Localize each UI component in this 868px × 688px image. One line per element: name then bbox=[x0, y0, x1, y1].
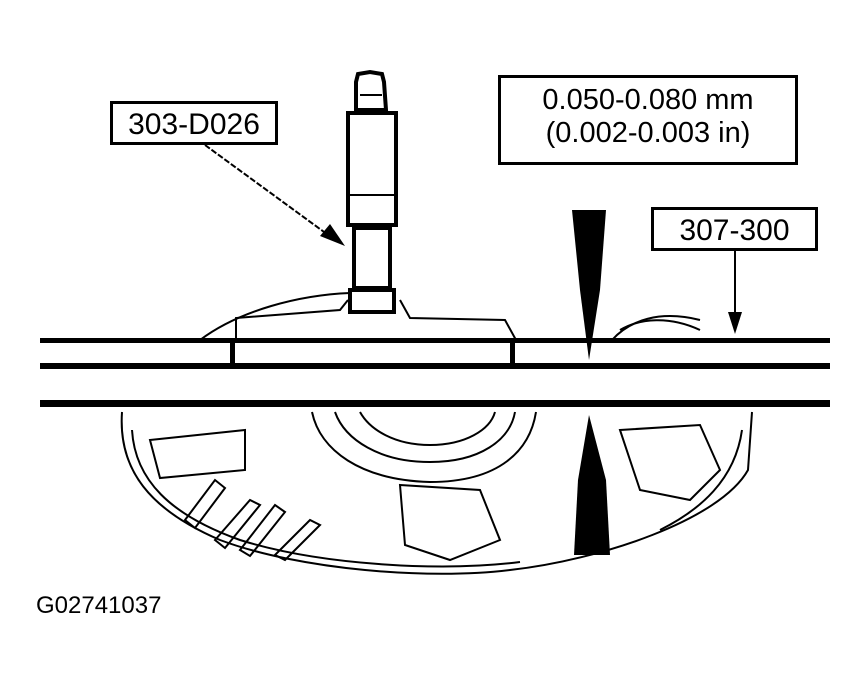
tool-label-303-d026: 303-D026 bbox=[110, 101, 278, 145]
figure-id: G02741037 bbox=[36, 592, 162, 619]
straight-edge bbox=[40, 338, 830, 407]
pump-upper bbox=[199, 292, 701, 341]
clearance-arrow-down bbox=[572, 210, 606, 360]
clearance-spec-label: 0.050-0.080 mm (0.002-0.003 in) bbox=[498, 75, 798, 165]
clearance-imperial: (0.002-0.003 in) bbox=[545, 117, 751, 150]
leader-307-arrow bbox=[728, 251, 742, 334]
pump-body bbox=[120, 411, 753, 575]
tool-label-307-300: 307-300 bbox=[651, 207, 818, 251]
leader-303-arrow bbox=[204, 144, 345, 246]
tool-label-text: 303-D026 bbox=[128, 108, 260, 141]
depth-gauge-tool bbox=[346, 69, 398, 314]
clearance-metric: 0.050-0.080 mm bbox=[542, 84, 754, 116]
tool-label-text: 307-300 bbox=[679, 214, 790, 247]
clearance-arrow-up bbox=[574, 415, 610, 555]
